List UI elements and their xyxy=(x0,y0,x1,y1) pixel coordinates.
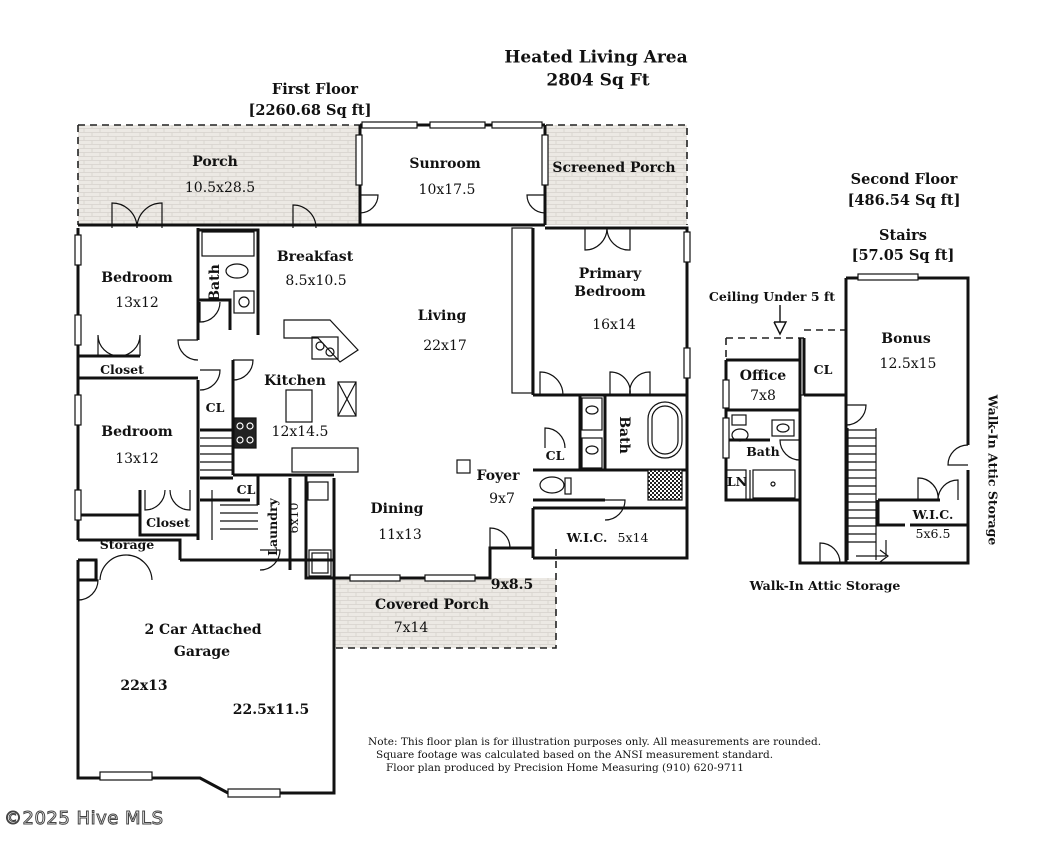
primary-bedroom-label-1: Primary xyxy=(578,266,642,282)
note-line-2: Square footage was calculated based on t… xyxy=(376,749,774,761)
bath2-label: Bath xyxy=(746,443,780,459)
kitchen-dim: 12x14.5 xyxy=(271,424,329,440)
attic-storage-bottom-label: Walk-In Attic Storage xyxy=(749,577,901,593)
bedroom2-label: Bedroom xyxy=(101,424,173,440)
note-line-3: Floor plan produced by Precision Home Me… xyxy=(386,762,744,774)
bedroom2-dim: 13x12 xyxy=(115,451,159,467)
wic2-label: W.I.C. xyxy=(912,506,954,522)
sunroom-dim: 10x17.5 xyxy=(418,182,476,198)
first-floor-walls xyxy=(76,123,689,795)
closet1-label: Closet xyxy=(100,361,144,377)
primary-bedroom-label-2: Bedroom xyxy=(574,284,646,300)
porch-label: Porch xyxy=(192,154,238,170)
covered-porch-dim: 7x14 xyxy=(393,620,429,636)
attic-storage-side-label: Walk-In Attic Storage xyxy=(985,394,1001,546)
office-label: Office xyxy=(739,368,787,384)
wic1-dim: 5x14 xyxy=(617,529,649,545)
first-floor-fixtures xyxy=(200,231,683,577)
closet2-label: Closet xyxy=(146,514,190,530)
cl4-label: CL xyxy=(813,361,833,377)
bonus-dim: 12.5x15 xyxy=(879,356,937,372)
kitchen-label: Kitchen xyxy=(264,373,326,389)
bedroom1-dim: 13x12 xyxy=(115,295,159,311)
breakfast-label: Breakfast xyxy=(276,249,354,265)
cl3-label: CL xyxy=(545,447,565,463)
heated-area-value: 2804 Sq Ft xyxy=(546,70,650,91)
foyer-dim: 9x7 xyxy=(489,491,515,507)
screened-porch-area xyxy=(545,125,687,225)
garage-dim: 22x13 xyxy=(120,678,168,694)
doors xyxy=(77,194,651,601)
covered-porch-label: Covered Porch xyxy=(374,597,490,613)
second-floor-title: Second Floor xyxy=(850,170,958,188)
screened-porch-label: Screened Porch xyxy=(552,160,676,176)
ln-label: LN xyxy=(726,473,748,489)
dining-dim: 11x13 xyxy=(378,527,422,543)
windows xyxy=(74,121,691,798)
garage-label-2: Garage xyxy=(173,644,231,660)
sunroom-label: Sunroom xyxy=(409,156,481,172)
garage-dim2: 22.5x11.5 xyxy=(232,702,310,718)
covered-porch-area xyxy=(334,578,556,648)
mls-watermark: ©2025 Hive MLS xyxy=(4,808,164,830)
living-label: Living xyxy=(417,308,467,324)
ceiling-note: Ceiling Under 5 ft xyxy=(708,288,836,304)
breakfast-dim: 8.5x10.5 xyxy=(285,273,347,289)
living-dim: 22x17 xyxy=(423,338,467,354)
primary-bedroom-dim: 16x14 xyxy=(592,317,636,333)
office-dim: 7x8 xyxy=(750,388,776,404)
laundry-label: Laundry xyxy=(264,498,280,556)
outdoor-areas xyxy=(77,124,846,649)
bath1-label: Bath xyxy=(207,264,223,302)
first-floor-area: [2260.68 Sq ft] xyxy=(248,101,372,119)
wic2-dim: 5x6.5 xyxy=(915,525,951,541)
wic1-label: W.I.C. xyxy=(566,529,608,545)
note-line-1: Note: This floor plan is for illustratio… xyxy=(368,736,822,748)
heated-area-title: Heated Living Area xyxy=(504,47,688,68)
second-floor-area: [486.54 Sq ft] xyxy=(847,191,961,209)
bonus-label: Bonus xyxy=(881,331,931,347)
bedroom1-label: Bedroom xyxy=(101,270,173,286)
storage-label: Storage xyxy=(99,536,155,552)
foyer-label: Foyer xyxy=(476,468,520,484)
porch-area xyxy=(78,125,360,225)
second-floor-details xyxy=(722,273,969,564)
covered-porch-dim2: 9x8.5 xyxy=(490,577,534,593)
primary-bath-label: Bath xyxy=(616,416,632,454)
garage-label-1: 2 Car Attached xyxy=(144,622,262,638)
stairs-area: [57.05 Sq ft] xyxy=(851,246,955,264)
dining-label: Dining xyxy=(370,501,424,517)
cl2-label: CL xyxy=(236,481,256,497)
stairs-title: Stairs xyxy=(879,226,927,244)
laundry-dim: 6x10 xyxy=(285,502,301,534)
first-floor-title: First Floor xyxy=(271,80,359,98)
porch-dim: 10.5x28.5 xyxy=(184,180,256,196)
cl1-label: CL xyxy=(205,399,225,415)
